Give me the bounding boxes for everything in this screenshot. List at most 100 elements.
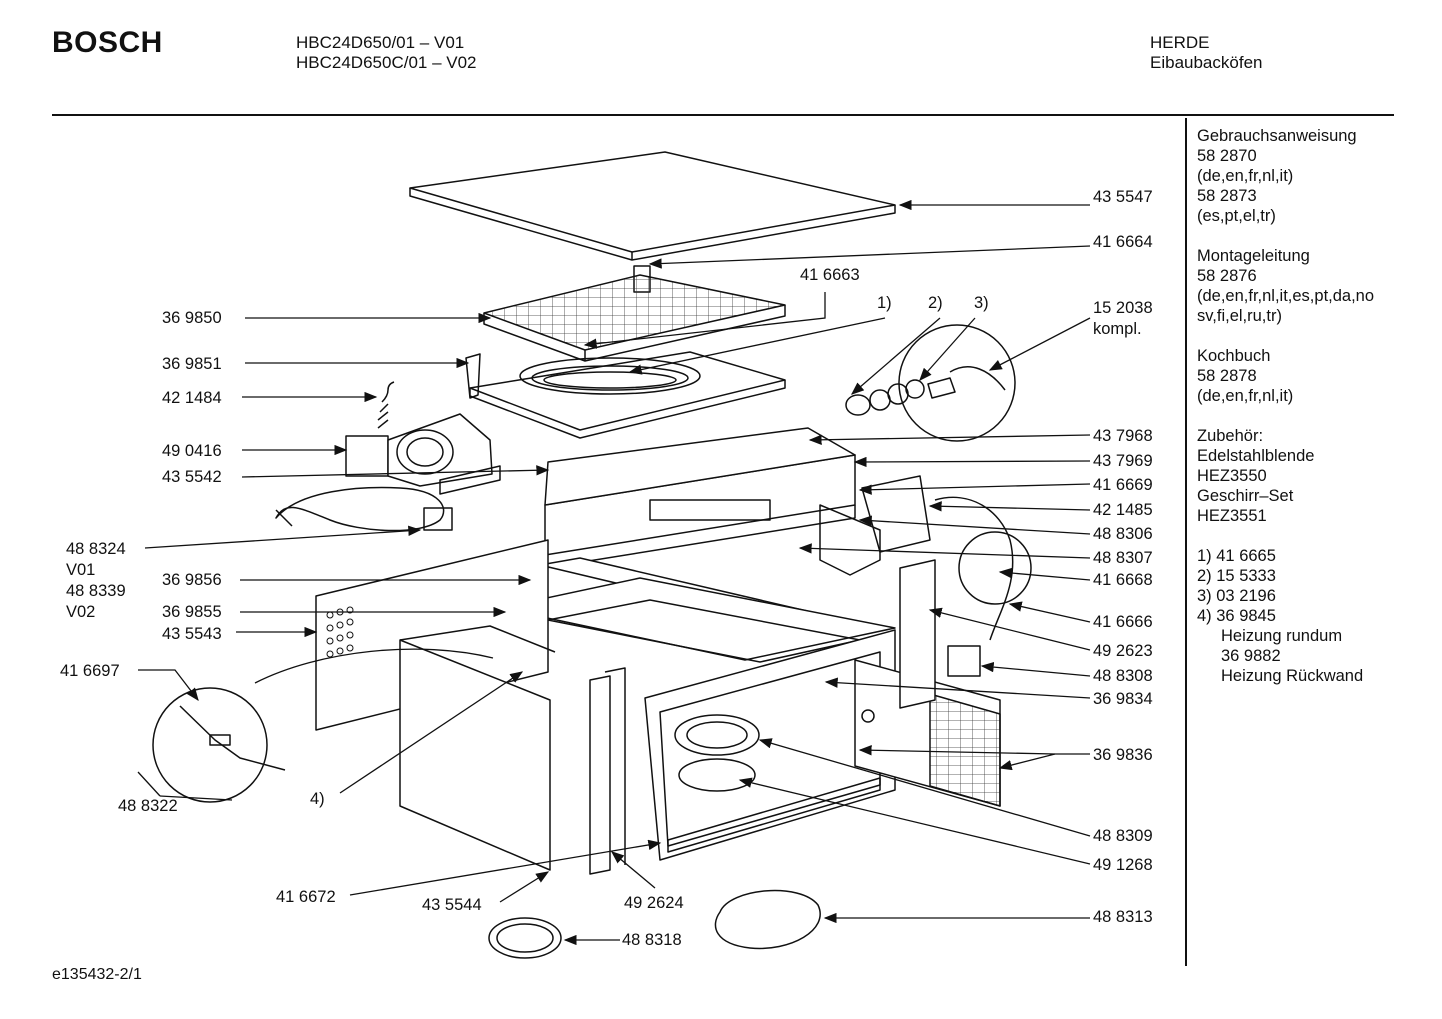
sidebar-divider (1185, 118, 1187, 966)
model-line-2: HBC24D650C/01 – V02 (296, 53, 477, 72)
footnote-2: 2) 15 5333 (1197, 567, 1276, 585)
part-label-435547: 43 5547 (1093, 188, 1153, 206)
variant-v02: V02 (66, 603, 96, 621)
electronics-board (861, 475, 931, 553)
bracket-clip (465, 353, 481, 399)
part-label-488324: 48 8324 (66, 540, 126, 558)
right-side-bracket (899, 559, 936, 709)
cookbook-number: 58 2878 (1197, 367, 1257, 385)
power-cable (275, 486, 445, 532)
part-label-421484: 42 1484 (162, 389, 222, 407)
wiring-loom (934, 496, 1014, 641)
part-label-492624: 49 2624 (624, 894, 684, 912)
part-label-369851: 36 9851 (162, 355, 222, 373)
accessories-title: Zubehör: (1197, 427, 1264, 445)
cookbook-languages: (de,en,fr,nl,it) (1197, 387, 1294, 405)
front-rail-left (589, 675, 611, 875)
manual-1-languages: (de,en,fr,nl,it) (1197, 167, 1294, 185)
callout-1: 1) (877, 294, 892, 312)
part-label-435544: 43 5544 (422, 896, 482, 914)
part-label-416666: 41 6666 (1093, 613, 1153, 631)
category: HERDE (1150, 33, 1210, 52)
part-label-369834: 36 9834 (1093, 690, 1153, 708)
sidebar-notes: Gebrauchsanweisung 58 2870 (de,en,fr,nl,… (1197, 126, 1374, 686)
roller-ring (488, 917, 562, 959)
footnote-1: 1) 41 6665 (1197, 547, 1276, 565)
part-label-kompl: kompl. (1093, 320, 1142, 338)
cable-connector (423, 507, 453, 531)
brand-logo: BOSCH (52, 26, 163, 59)
callout-4: 4) (310, 790, 325, 808)
seal-ring-3 (905, 379, 925, 399)
accessory-1-number: HEZ3550 (1197, 467, 1267, 485)
detail-circle-sensor (958, 531, 1032, 605)
gasket-ring (714, 889, 821, 950)
sensor-probe (179, 705, 286, 771)
part-label-488307: 48 8307 (1093, 549, 1153, 567)
footnote-4-heating-all-round: Heizung rundum (1221, 627, 1343, 645)
subcategory: Eibaubacköfen (1150, 53, 1263, 72)
part-label-437969: 43 7969 (1093, 452, 1153, 470)
callout-2: 2) (928, 294, 943, 312)
heater-frame (469, 351, 786, 431)
grill-grid (483, 274, 786, 351)
accessory-2-name: Geschirr–Set (1197, 487, 1294, 505)
part-label-152038: 15 2038 (1093, 299, 1153, 317)
accessory-1-name: Edelstahlblende (1197, 447, 1315, 465)
fan-motor (345, 435, 389, 477)
spring (377, 381, 395, 429)
heater-coil (519, 357, 701, 395)
variant-v01: V01 (66, 561, 96, 579)
front-rail-right (604, 667, 626, 865)
part-label-416672: 41 6672 (276, 888, 336, 906)
detail-circle-connector (898, 324, 1016, 442)
part-label-488309: 48 8309 (1093, 827, 1153, 845)
control-panel-rear (544, 427, 856, 506)
display-window (649, 499, 771, 521)
part-label-488339: 48 8339 (66, 582, 126, 600)
part-label-488313: 48 8313 (1093, 908, 1153, 926)
drawing-code: e135432-2/1 (52, 966, 142, 983)
part-label-488308: 48 8308 (1093, 667, 1153, 685)
footnote-4-heating-back-wall: Heizung Rückwand (1221, 667, 1364, 685)
seal-ring-1 (869, 389, 891, 411)
turntable-lower (678, 758, 756, 792)
part-label-488318: 48 8318 (622, 931, 682, 949)
header-rule (52, 114, 1394, 116)
part-label-369856: 36 9856 (162, 571, 222, 589)
footnote-4-alt-number: 36 9882 (1221, 647, 1281, 665)
manual-1-number: 58 2870 (1197, 147, 1257, 165)
detail-circle-lamp (152, 687, 268, 803)
connector-plug (927, 377, 956, 399)
top-cover-panel (409, 151, 896, 253)
mounting-languages-1: (de,en,fr,nl,it,es,pt,da,no (1197, 287, 1375, 305)
part-label-435542: 43 5542 (162, 468, 222, 486)
part-label-488322: 48 8322 (118, 797, 178, 815)
part-label-416663: 41 6663 (800, 266, 860, 284)
part-label-435543: 43 5543 (162, 625, 222, 643)
side-panel (399, 639, 551, 871)
part-label-492623: 49 2623 (1093, 642, 1153, 660)
fan-housing (387, 413, 493, 487)
part-label-416697: 41 6697 (60, 662, 120, 680)
part-label-369850: 36 9850 (162, 309, 222, 327)
part-label-488306: 48 8306 (1093, 525, 1153, 543)
part-label-416664: 41 6664 (1093, 233, 1153, 251)
manual-2-number: 58 2873 (1197, 187, 1257, 205)
part-label-369855: 36 9855 (162, 603, 222, 621)
cookbook-title: Kochbuch (1197, 347, 1271, 365)
footnote-4: 4) 36 9845 (1197, 607, 1276, 625)
part-label-490416: 49 0416 (162, 442, 222, 460)
part-label-437968: 43 7968 (1093, 427, 1153, 445)
mounting-number: 58 2876 (1197, 267, 1257, 285)
accessory-2-number: HEZ3551 (1197, 507, 1267, 525)
callout-3: 3) (974, 294, 989, 312)
part-label-369836: 36 9836 (1093, 746, 1153, 764)
turntable-upper (674, 714, 760, 756)
mounting-languages-2: sv,fi,el,ru,tr) (1197, 307, 1282, 325)
small-circuit-board (947, 645, 981, 677)
part-label-491268: 49 1268 (1093, 856, 1153, 874)
part-label-421485: 42 1485 (1093, 501, 1153, 519)
footnote-3: 3) 03 2196 (1197, 587, 1276, 605)
